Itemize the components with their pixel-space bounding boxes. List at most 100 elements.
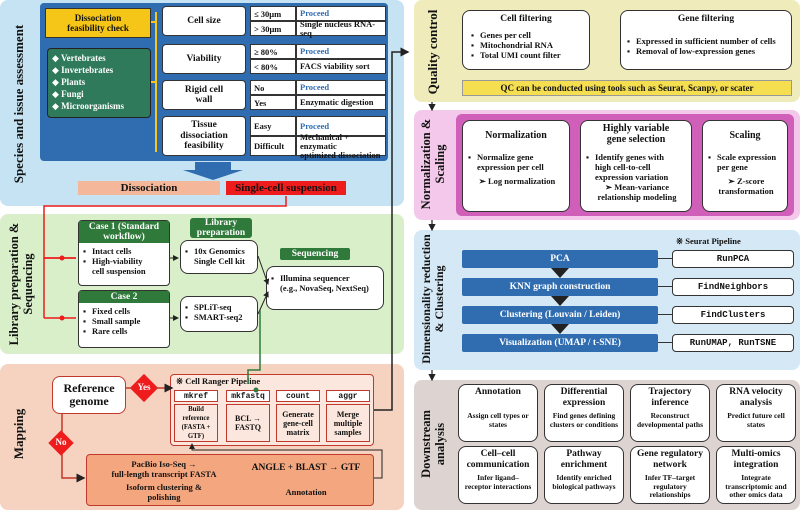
feasibility-check-box: Dissociation feasibility check bbox=[45, 8, 151, 38]
norm-block-title: Normalization bbox=[485, 130, 547, 141]
downstream-section-label: Downstream analysis bbox=[414, 380, 454, 510]
downstream-title: Annotation bbox=[475, 387, 521, 397]
dimred-link bbox=[658, 342, 672, 343]
qc-gene-list: Expressed in sufficient number of cellsR… bbox=[621, 24, 791, 68]
criterion-name: Viability bbox=[162, 44, 246, 74]
angle-text: ANGLE + BLAST → GTF bbox=[251, 463, 361, 473]
qc-cell-box: Cell filtering Genes per cellMitochondri… bbox=[462, 10, 590, 70]
dimred-step: Visualization (UMAP / t-SNE) bbox=[462, 334, 658, 352]
criterion-result: Proceed bbox=[296, 80, 386, 95]
dimred-step: PCA bbox=[462, 250, 658, 268]
criterion-result: Single nucleus RNA-seq bbox=[296, 19, 386, 37]
mapping-label-text: Mapping bbox=[11, 408, 26, 460]
dimred-link bbox=[658, 314, 672, 315]
downstream-desc: Integrate transcriptomic and other omics… bbox=[725, 473, 787, 499]
cellranger-desc: BCL → FASTQ bbox=[226, 404, 270, 442]
qc-label-text: Quality control bbox=[425, 9, 440, 95]
criterion-name: Rigid cell wall bbox=[162, 80, 246, 110]
dimred-label-text: Dimensionality reduction & Clustering bbox=[419, 234, 446, 364]
cellranger-cmd: aggr bbox=[326, 390, 370, 402]
downstream-desc: Predict future cell states bbox=[727, 411, 785, 429]
qc-note: QC can be conducted using tools such as … bbox=[462, 80, 792, 96]
downstream-item bbox=[544, 446, 624, 504]
criterion-condition: Difficult bbox=[250, 136, 296, 156]
yes-label: Yes bbox=[137, 382, 151, 392]
case2-item: Rare cells bbox=[83, 326, 165, 336]
cellranger-desc: Build reference (FASTA + GTF) bbox=[174, 404, 218, 442]
norm-block-sub: ➢ Log normalization bbox=[478, 176, 556, 186]
dimred-link bbox=[658, 258, 672, 259]
dimred-down-arrow bbox=[551, 268, 569, 278]
library-prep-title: Library preparation bbox=[190, 218, 252, 238]
case2-item: Small sample bbox=[83, 316, 165, 326]
downstream-item bbox=[458, 446, 538, 504]
downstream-title: Cell–cell communication bbox=[466, 449, 530, 470]
downstream-title: RNA velocity analysis bbox=[729, 387, 783, 408]
criterion-result: Mechanical + enzymatic optimized dissoci… bbox=[296, 132, 386, 159]
dimred-down-arrow bbox=[551, 324, 569, 334]
downstream-desc: Assign cell types or states bbox=[467, 411, 529, 429]
qc-cell-title: Cell filtering bbox=[500, 14, 552, 24]
cellranger-title: ※ Cell Ranger Pipeline bbox=[176, 376, 261, 386]
case1-item: High-viability cell suspension bbox=[83, 256, 165, 276]
criterion-condition: ≥ 80% bbox=[250, 44, 296, 59]
criterion-condition: Easy bbox=[250, 116, 296, 136]
reference-genome-text: Reference genome bbox=[63, 381, 115, 408]
norm-block-sub: ➢ Mean-variance relationship modeling bbox=[597, 182, 677, 202]
seq-item: Illumina sequencer (e.g., NovaSeq, NextS… bbox=[271, 273, 379, 293]
prep2-list: SPLiT-seqSMART-seq2 bbox=[181, 297, 257, 327]
prep2-item: SMART-seq2 bbox=[185, 312, 253, 322]
suspension-text: Single-cell suspension bbox=[235, 182, 337, 194]
reference-genome-box: Reference genome bbox=[52, 376, 126, 414]
dissociation-box: Dissociation bbox=[78, 181, 220, 195]
case2-title: Case 2 bbox=[79, 291, 169, 303]
qc-gene-title: Gene filtering bbox=[677, 14, 735, 24]
dimred-fn: FindClusters bbox=[672, 306, 794, 324]
suspension-box: Single-cell suspension bbox=[226, 181, 346, 195]
norm-block-item: Scale expression per gene bbox=[708, 152, 784, 172]
prep2-item: SPLiT-seq bbox=[185, 302, 253, 312]
downstream-item bbox=[630, 384, 710, 442]
case2-item: Fixed cells bbox=[83, 306, 165, 316]
norm-block-sub: ➢ Z-score transformation bbox=[718, 176, 774, 196]
cellranger-cmd: mkfastq bbox=[226, 390, 270, 402]
qc-cell-item: Genes per cell bbox=[471, 30, 581, 40]
qc-gene-item: Removal of low-expression genes bbox=[627, 46, 785, 56]
qc-gene-item: Expressed in sufficient number of cells bbox=[627, 36, 785, 46]
prep2-box: SPLiT-seqSMART-seq2 bbox=[180, 296, 258, 332]
criterion-result: FACS viability sort bbox=[296, 59, 386, 74]
norm-block-title: Scaling bbox=[729, 130, 761, 141]
criterion-name: Tissue dissociation feasibility bbox=[162, 116, 246, 156]
criterion-condition: < 80% bbox=[250, 59, 296, 74]
case1-item: Intact cells bbox=[83, 246, 165, 256]
library-label-text: Library preparation & Sequencing bbox=[7, 222, 35, 346]
organism-item: ◆ Fungi bbox=[52, 89, 84, 99]
downstream-item bbox=[716, 384, 796, 442]
case2-box: Case 2 Fixed cellsSmall sampleRare cells bbox=[78, 290, 170, 348]
dimred-down-arrow bbox=[551, 296, 569, 306]
seq-list: Illumina sequencer (e.g., NovaSeq, NextS… bbox=[267, 267, 383, 299]
norm-arrow bbox=[693, 158, 702, 172]
dimred-fn: RunUMAP, RunTSNE bbox=[672, 334, 794, 352]
criterion-condition: No bbox=[250, 80, 296, 95]
qc-cell-item: Mitochondrial RNA bbox=[471, 40, 581, 50]
criterion-result: Enzymatic digestion bbox=[296, 95, 386, 110]
dimred-link bbox=[658, 286, 672, 287]
cellranger-desc: Merge multiple samples bbox=[326, 404, 370, 442]
norm-section-label: Normalization & Scaling bbox=[414, 110, 454, 220]
norm-label-text: Normalization & Scaling bbox=[419, 118, 447, 210]
criterion-condition: > 30μm bbox=[250, 21, 296, 36]
dimred-fn: FindNeighbors bbox=[672, 278, 794, 296]
downstream-title: Gene regulatory network bbox=[636, 449, 704, 470]
organism-item: ◆ Plants bbox=[52, 77, 86, 87]
norm-block-item: Identify genes with high cell-to-cell ex… bbox=[586, 152, 688, 182]
organism-item: ◆ Vertebrates bbox=[52, 53, 106, 63]
norm-block-item: Normalize gene expression per cell bbox=[468, 152, 566, 172]
cellranger-cmd: count bbox=[276, 390, 320, 402]
downstream-desc: Reconstruct developmental paths bbox=[636, 411, 704, 429]
case1-title: Case 1 (Standard workflow) bbox=[79, 221, 169, 243]
no-label: No bbox=[55, 437, 67, 447]
annotation-text: Annotation bbox=[285, 487, 327, 497]
sequencing-title: Sequencing bbox=[280, 248, 350, 260]
criterion-condition: Yes bbox=[250, 95, 296, 110]
